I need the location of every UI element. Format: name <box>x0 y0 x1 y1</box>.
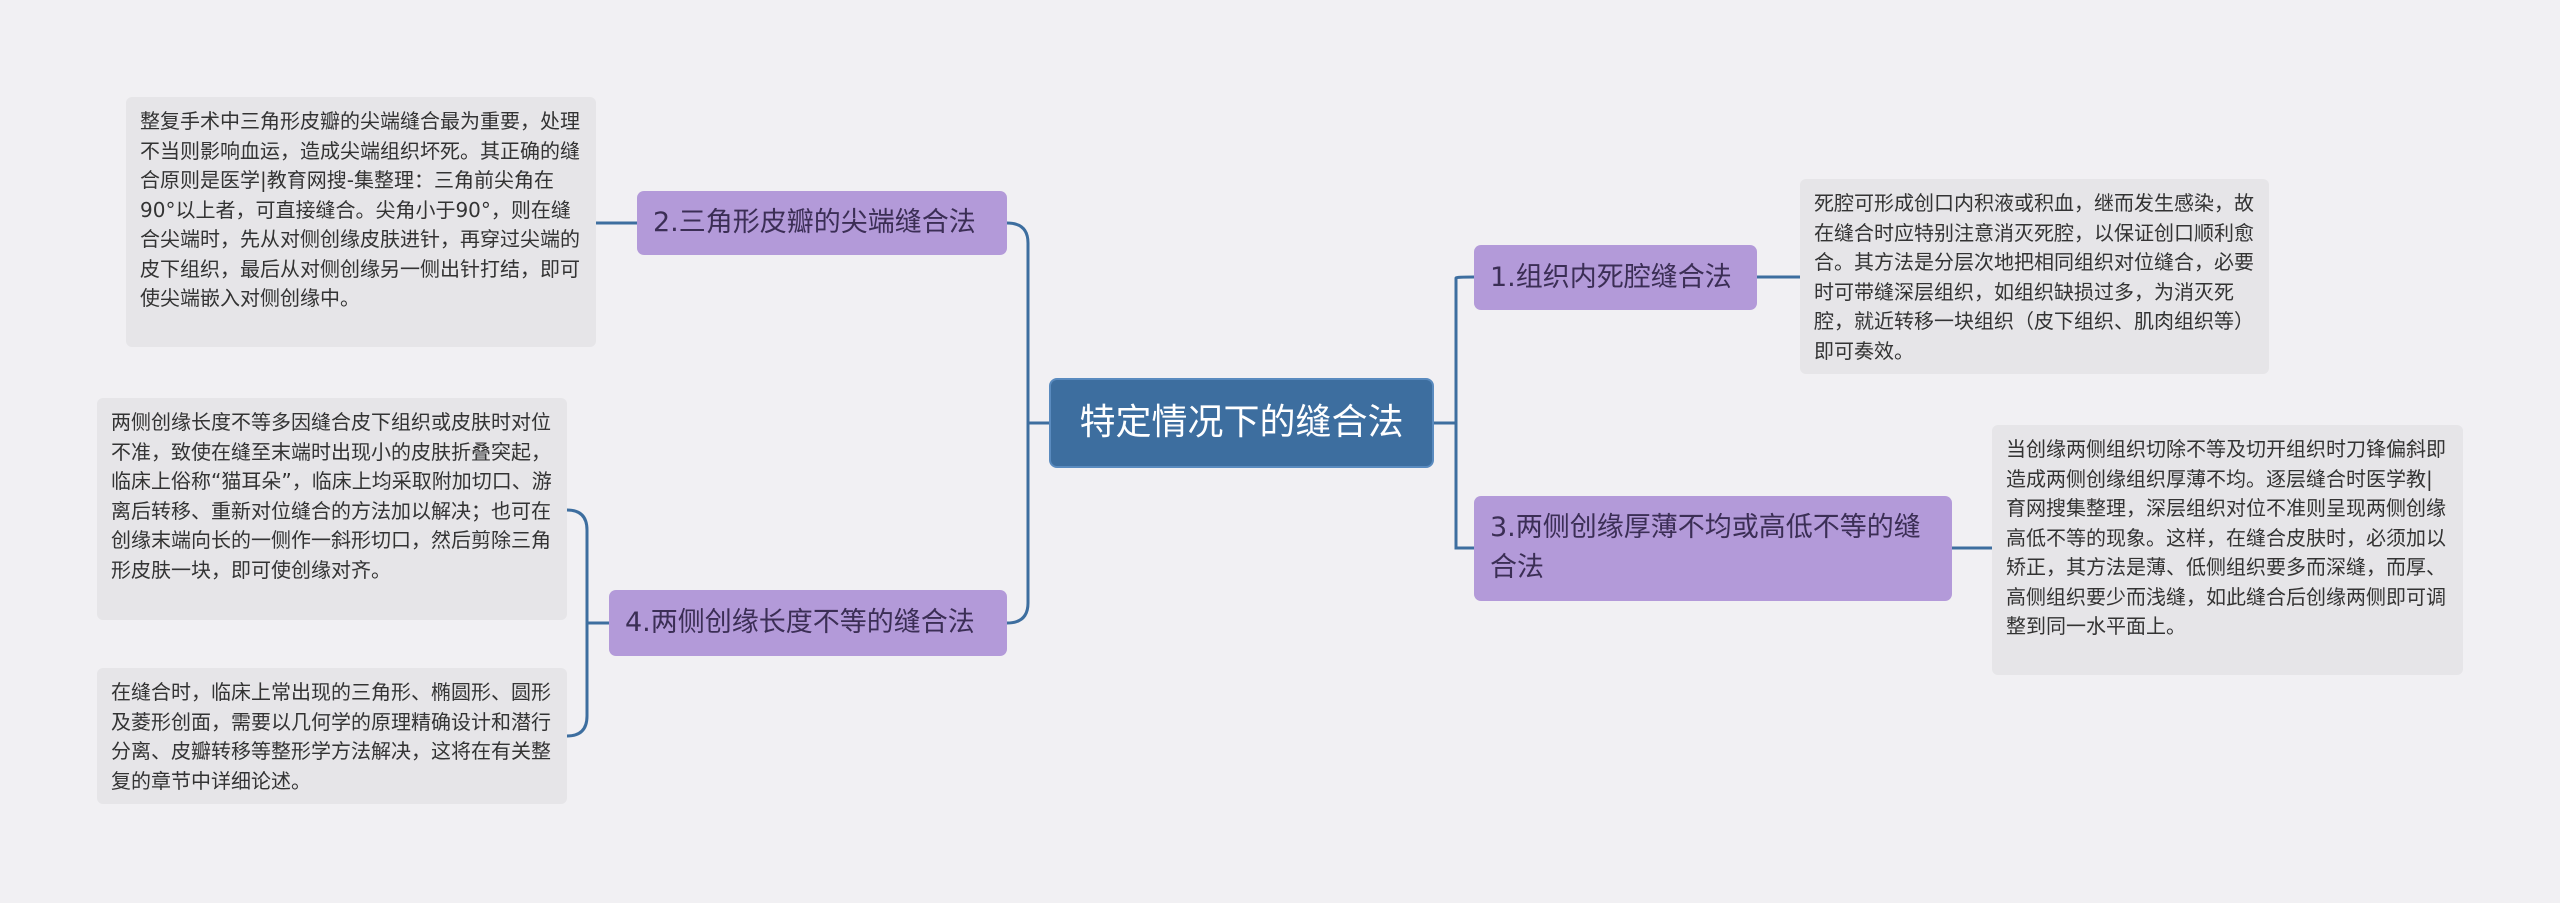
connector-root-b4 <box>1006 421 1049 625</box>
connector-root-b1 <box>1434 275 1475 425</box>
branch-topic-1[interactable]: 1.组织内死腔缝合法 <box>1474 245 1757 310</box>
connector-root-b2 <box>1006 221 1049 425</box>
note-geometric-wounds[interactable]: 在缝合时，临床上常出现的三角形、椭圆形、圆形及菱形创面，需要以几何学的原理精确设… <box>97 668 567 804</box>
branch-topic-4[interactable]: 4.两侧创缘长度不等的缝合法 <box>609 590 1007 656</box>
note-unequal-length[interactable]: 两侧创缘长度不等多因缝合皮下组织或皮肤时对位不准，致使在缝至末端时出现小的皮肤折… <box>97 398 567 620</box>
root-topic[interactable]: 特定情况下的缝合法 <box>1049 378 1434 468</box>
note-dead-space[interactable]: 死腔可形成创口内积液或积血，继而发生感染，故在缝合时应特别注意消灭死腔，以保证创… <box>1800 179 2269 374</box>
connector-b4-n5 <box>566 621 609 738</box>
connector-root-b3 <box>1434 421 1474 550</box>
branch-topic-3[interactable]: 3.两侧创缘厚薄不均或高低不等的缝合法 <box>1474 496 1952 601</box>
branch-topic-2[interactable]: 2.三角形皮瓣的尖端缝合法 <box>637 191 1007 255</box>
connector-b4-n4 <box>566 508 609 625</box>
note-triangle-flap[interactable]: 整复手术中三角形皮瓣的尖端缝合最为重要，处理不当则影响血运，造成尖端组织坏死。其… <box>126 97 596 347</box>
note-uneven-thickness[interactable]: 当创缘两侧组织切除不等及切开组织时刀锋偏斜即造成两侧创缘组织厚薄不均。逐层缝合时… <box>1992 425 2463 675</box>
